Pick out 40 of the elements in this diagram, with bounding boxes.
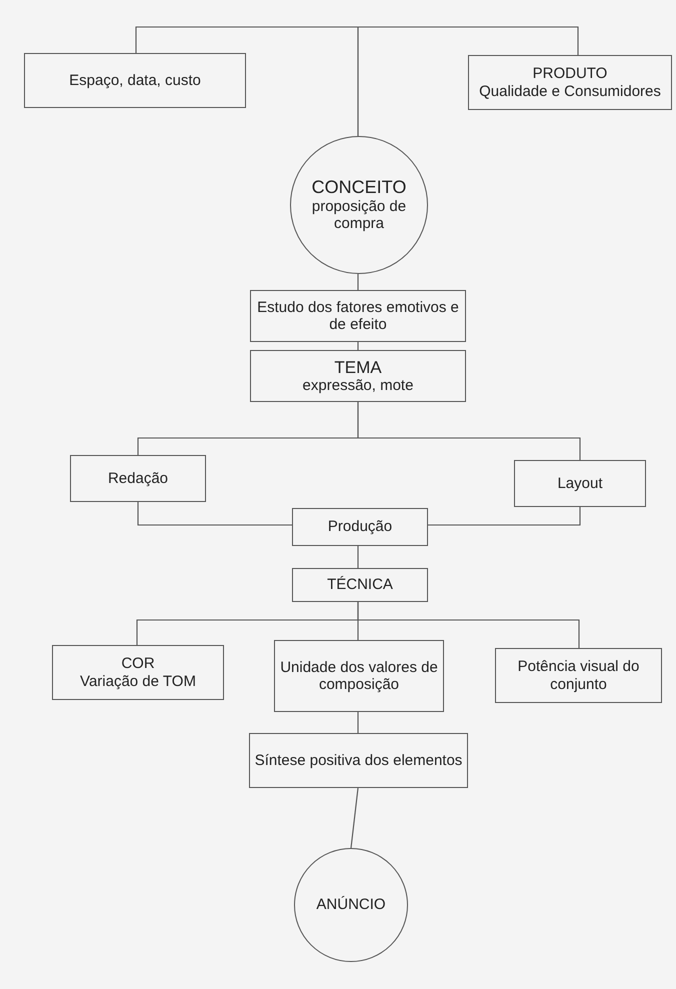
- node-text: expressão, mote: [302, 377, 414, 394]
- node-text: Variação de TOM: [80, 672, 196, 690]
- connector-line: [357, 342, 359, 350]
- node-text: Qualidade e Consumidores: [479, 82, 661, 100]
- node-text: Potência visual do conjunto: [516, 658, 640, 693]
- connector-line: [357, 402, 581, 460]
- connector-line: [357, 602, 580, 648]
- connector-line: [357, 546, 359, 568]
- node-text: Estudo dos fatores emotivos e de efeito: [256, 298, 460, 334]
- process-box: [514, 460, 646, 507]
- node-heading: PRODUTO: [532, 65, 608, 82]
- process-box: [250, 290, 466, 342]
- process-box: [70, 455, 206, 502]
- node-heading: CONCEITO: [312, 177, 406, 198]
- connector-line: [357, 712, 359, 733]
- process-box: [250, 350, 466, 402]
- process-box: [292, 508, 428, 546]
- node-text: Layout: [557, 474, 603, 492]
- connector-line: [357, 26, 579, 136]
- node-text: Unidade dos valores de composição: [279, 658, 439, 694]
- node-heading: TEMA: [334, 358, 382, 378]
- node-heading: COR: [121, 655, 155, 672]
- process-box: [52, 645, 224, 700]
- node-text: ANÚNCIO: [316, 896, 386, 914]
- connector-line: [350, 788, 359, 848]
- node-text: Redação: [108, 470, 168, 488]
- node-text: proposição de compra: [310, 198, 408, 233]
- connector-line: [357, 274, 359, 290]
- process-box: [495, 648, 662, 703]
- node-text: Produção: [328, 518, 392, 536]
- connector-line: [137, 502, 292, 526]
- process-box: [292, 568, 428, 602]
- node-text: TÉCNICA: [327, 576, 393, 594]
- process-box: [468, 55, 672, 110]
- node-text: Síntese positiva dos elementos: [254, 752, 462, 770]
- process-box: [24, 53, 246, 108]
- connector-line: [428, 507, 581, 526]
- process-box: [249, 733, 468, 788]
- process-box: [274, 640, 444, 712]
- node-text: Espaço, data, custo: [69, 72, 201, 90]
